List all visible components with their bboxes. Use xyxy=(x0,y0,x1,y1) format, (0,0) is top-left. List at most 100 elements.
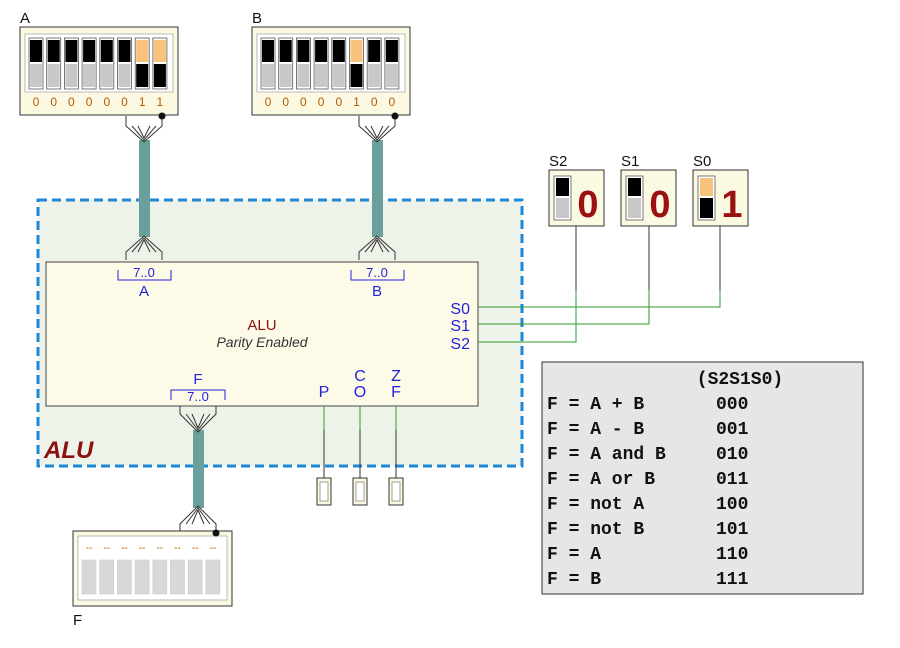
truth-table-code: 111 xyxy=(716,570,749,590)
alu-group-label: ALU xyxy=(43,437,94,464)
alu-block[interactable] xyxy=(45,261,479,407)
alu-port-a-label: A xyxy=(139,283,149,300)
input-a-switch-4[interactable] xyxy=(99,37,115,90)
truth-table-row: F = B 111 xyxy=(547,570,749,590)
truth-table-code: 101 xyxy=(716,520,749,540)
input-b-label: B xyxy=(252,10,262,27)
alu-port-a-range: 7..0 xyxy=(133,265,155,280)
input-b-bit-0: 0 xyxy=(265,95,272,109)
input-b-bit-7: 0 xyxy=(389,95,396,109)
alu-port-b-range: 7..0 xyxy=(366,265,388,280)
alu-port-f-range: 7..0 xyxy=(187,389,209,404)
input-b-bit-5: 1 xyxy=(353,95,360,109)
alu-flag-co-bottom: O xyxy=(354,384,366,401)
alu-flag-zf-bottom: F xyxy=(391,384,401,401)
truth-table-expr: F = not B xyxy=(547,520,644,540)
input-a-switch-0[interactable] xyxy=(28,37,44,90)
svg-text:--: -- xyxy=(192,543,199,554)
input-a-label: A xyxy=(20,10,30,27)
truth-table-code: 011 xyxy=(716,470,749,490)
svg-text:--: -- xyxy=(86,543,93,554)
alu-flag-zf-top: Z xyxy=(391,368,401,385)
input-a-bit-4: 0 xyxy=(103,95,110,109)
output-f-bit-1: -- xyxy=(99,543,114,595)
alu-port-s1: S1 xyxy=(450,318,470,335)
truth-table-expr: F = A - B xyxy=(547,420,644,440)
truth-table-expr: F = A or B xyxy=(547,470,655,490)
output-f-display: -- -- -- -- -- -- -- -- xyxy=(72,529,233,607)
input-b-switch-6[interactable] xyxy=(366,37,382,90)
truth-table-row: F = A or B 011 xyxy=(547,470,749,490)
input-b-bit-2: 0 xyxy=(300,95,307,109)
svg-text:--: -- xyxy=(139,543,146,554)
alu-title: ALU xyxy=(247,317,276,334)
input-b-switch-0[interactable] xyxy=(260,37,276,90)
select-wires xyxy=(478,226,721,343)
truth-table-code: 110 xyxy=(716,545,748,565)
input-a-switch-6[interactable] xyxy=(134,37,150,90)
flag-outputs xyxy=(316,406,404,506)
truth-table-expr: F = A and B xyxy=(547,445,666,465)
alu-port-s0: S0 xyxy=(450,301,470,318)
output-f-bit-3: -- xyxy=(134,543,150,595)
truth-table-row: F = A - B 001 xyxy=(547,420,749,440)
truth-table-row: F = not B 101 xyxy=(547,520,749,540)
truth-table-code: 100 xyxy=(716,495,748,515)
input-b-bit-1: 0 xyxy=(282,95,289,109)
alu-flag-p: P xyxy=(319,384,330,401)
output-f-label: F xyxy=(73,612,82,629)
alu-port-b: 7..0 B xyxy=(350,265,405,300)
bus-f xyxy=(179,406,217,532)
input-a-bit-2: 0 xyxy=(68,95,75,109)
input-b-switch-5[interactable] xyxy=(349,37,364,90)
svg-text:--: -- xyxy=(103,543,110,554)
input-a-switch-7[interactable] xyxy=(152,37,168,90)
input-a-switch-3[interactable] xyxy=(81,37,97,90)
truth-table-code: 001 xyxy=(716,420,749,440)
alu-port-f-label: F xyxy=(193,371,202,388)
output-f-bit-6: -- xyxy=(187,543,203,595)
input-b-switch-3[interactable] xyxy=(313,37,329,90)
select-toggle-s1[interactable]: S1 0 xyxy=(620,153,677,227)
alu-subtitle: Parity Enabled xyxy=(216,334,308,350)
output-f-bit-7: -- xyxy=(205,543,221,595)
truth-table-expr: F = not A xyxy=(547,495,644,515)
output-f-bit-4: -- xyxy=(152,543,168,595)
select-toggle-s2[interactable]: S2 0 xyxy=(548,153,605,227)
svg-text:--: -- xyxy=(174,543,181,554)
truth-table-row: F = not A 100 xyxy=(547,495,748,515)
select-digit-s2: 0 xyxy=(577,184,598,226)
input-b-switch-2[interactable] xyxy=(295,37,311,90)
input-b-bit-6: 0 xyxy=(371,95,378,109)
input-a-switch-2[interactable] xyxy=(64,37,79,90)
input-b-switch-7[interactable] xyxy=(384,37,400,90)
select-digit-s1: 0 xyxy=(649,184,670,226)
svg-text:--: -- xyxy=(210,543,217,554)
truth-table-header: (S2S1S0) xyxy=(697,370,783,390)
input-b-switch-1[interactable] xyxy=(278,37,294,90)
alu-port-a: 7..0 A xyxy=(117,265,172,300)
alu-flag-co-top: C xyxy=(354,368,366,385)
select-toggle-s0[interactable]: S01 xyxy=(692,153,749,227)
input-a-bit-0: 0 xyxy=(33,95,40,109)
alu-port-f: F 7..0 xyxy=(170,371,226,404)
select-label-s1: S1 xyxy=(621,153,639,170)
truth-table-expr: F = B xyxy=(547,570,601,590)
input-b-bit-3: 0 xyxy=(318,95,325,109)
input-b-switch-4[interactable] xyxy=(331,37,347,90)
input-a-switch-5[interactable] xyxy=(117,37,132,90)
svg-text:--: -- xyxy=(121,543,128,554)
input-a-bit-6: 1 xyxy=(139,95,146,109)
input-b-bit-4: 0 xyxy=(335,95,342,109)
svg-text:--: -- xyxy=(156,543,163,554)
input-a-switch-1[interactable] xyxy=(46,37,62,90)
select-label-s2: S2 xyxy=(549,153,567,170)
truth-table-code: 000 xyxy=(716,395,748,415)
bus-b xyxy=(358,116,396,260)
